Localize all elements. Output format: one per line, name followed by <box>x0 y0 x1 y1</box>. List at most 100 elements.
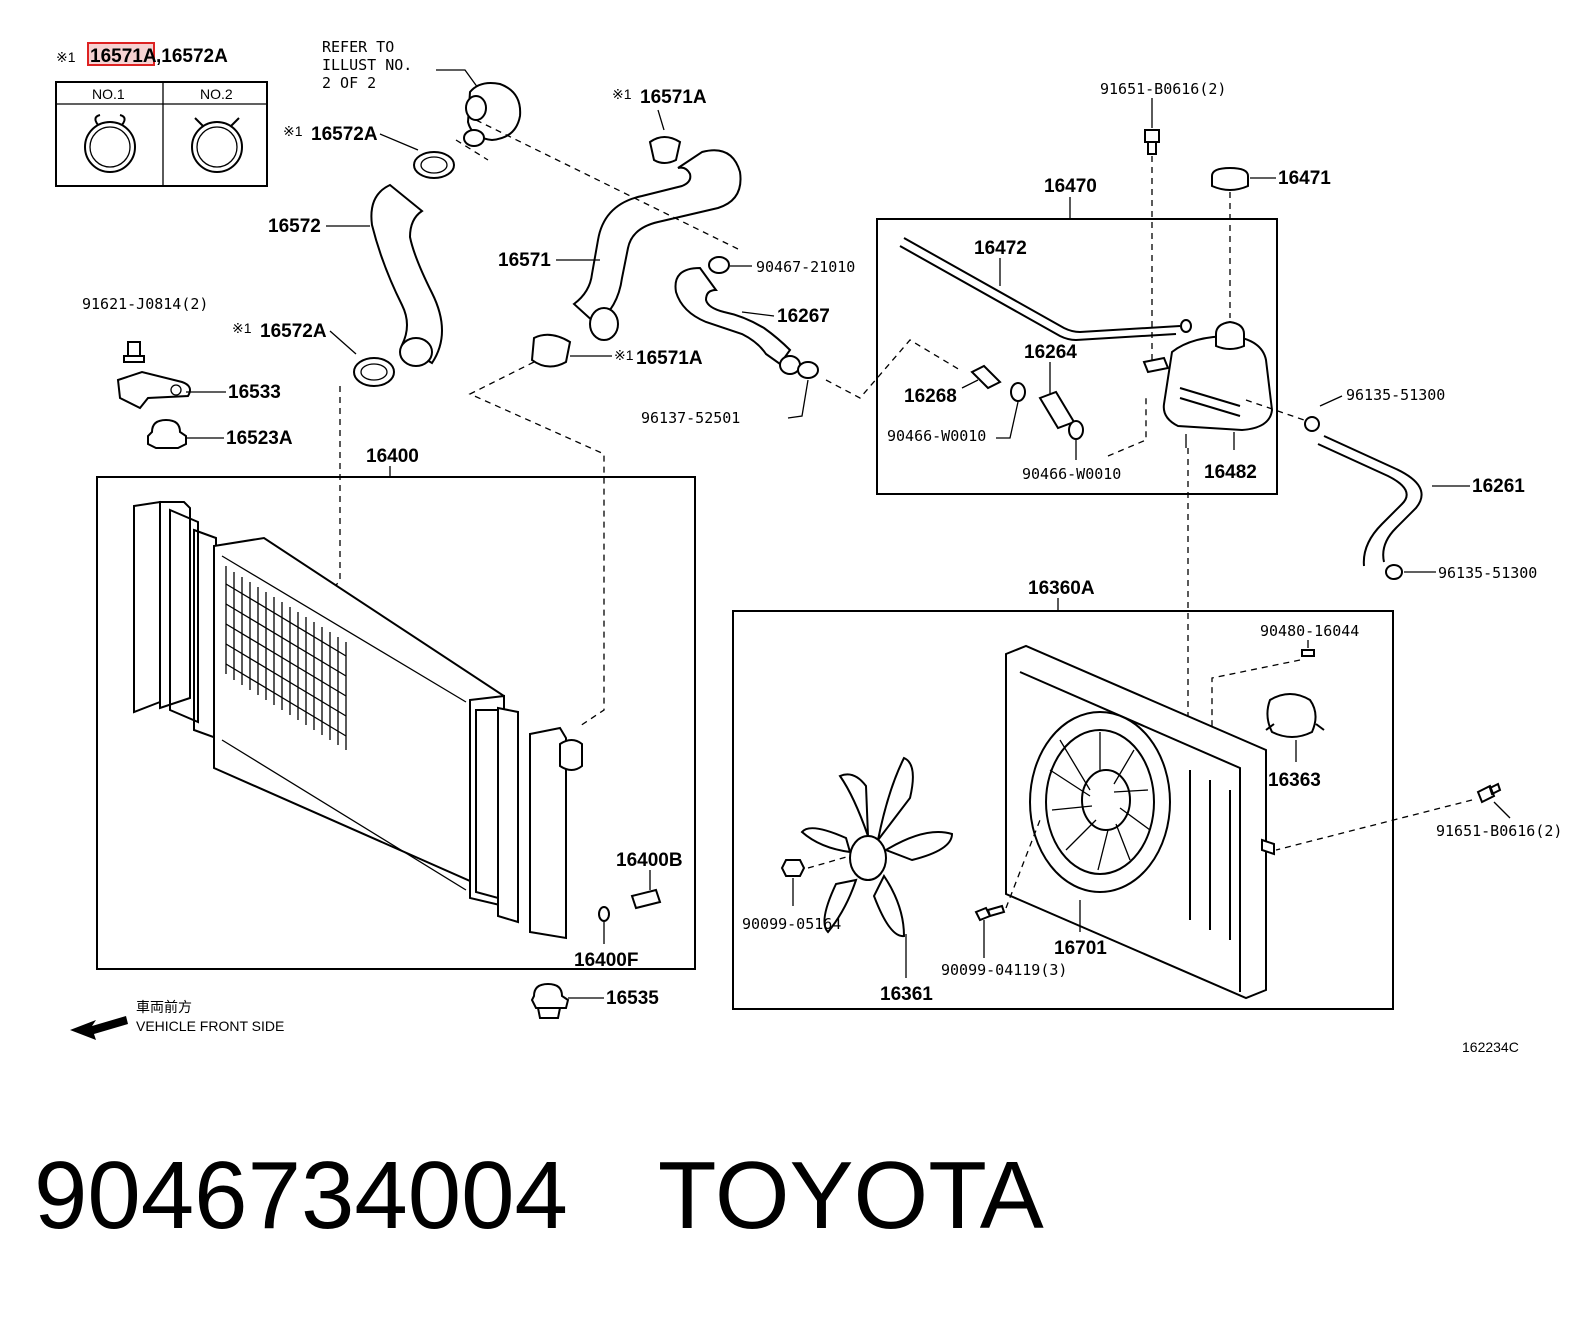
clamp-96137-icon <box>797 361 819 379</box>
label-90466-b: 90466-W0010 <box>1022 465 1121 483</box>
clamp-90466-a-icon <box>1010 382 1026 402</box>
refer-line-3: 2 OF 2 <box>322 74 376 92</box>
label-96135-b: 96135-51300 <box>1438 564 1537 582</box>
label-96135-a: 96135-51300 <box>1346 386 1445 404</box>
bolt-90099-04119-icon <box>974 904 1006 922</box>
clamp-16571A-mid-icon <box>530 333 572 368</box>
fan-assembly: 16360A 90480-16044 16363 16701 91651-B06… <box>732 578 1562 1010</box>
bolt-91651-right-icon <box>1476 782 1502 804</box>
clamp-16572A-mid-icon <box>353 357 395 387</box>
hose-16267-icon <box>674 266 792 366</box>
direction-en: VEHICLE FRONT SIDE <box>136 1018 284 1034</box>
clamp-no2-icon <box>191 121 243 173</box>
radiator-fins <box>225 566 347 750</box>
legend-other-part: ,16572A <box>156 46 228 67</box>
clamp-no1-icon <box>84 121 136 173</box>
legend-col1: NO.1 <box>92 86 125 102</box>
reservoir-assembly: 91651-B0616(2) 16471 16470 16472 16482 1… <box>876 80 1331 730</box>
label-96137: 96137-52501 <box>641 409 740 427</box>
clamp-90466-b-icon <box>1068 420 1084 440</box>
legend-table <box>55 81 268 187</box>
drain-cock-16400B-icon <box>630 888 662 910</box>
label-90099-04119: 90099-04119(3) <box>941 961 1067 979</box>
hose-16261-group: 96135-51300 16261 96135-51300 <box>1245 386 1537 582</box>
label-16523A: 16523A <box>226 428 293 449</box>
brand-name: TOYOTA <box>657 1142 1044 1249</box>
label-16571A-top: 16571A <box>640 87 707 108</box>
label-16472: 16472 <box>974 238 1027 259</box>
hose-16264-icon <box>1038 390 1076 430</box>
highlight-box <box>87 42 155 66</box>
label-16267: 16267 <box>777 306 830 327</box>
label-90480: 90480-16044 <box>1260 622 1359 640</box>
radiator-left-tank-icon <box>133 500 161 714</box>
label-16571A-mid: 16571A <box>636 348 703 369</box>
clamp-96135-a-icon <box>1304 416 1320 432</box>
upper-hoses: ※1 16572A ※1 16571A 16572 16571 90467-21… <box>232 86 961 727</box>
diagram-id: 162234C <box>1462 1039 1519 1055</box>
refer-line-2: ILLUST NO. <box>322 56 412 74</box>
refer-note: REFER TO ILLUST NO. 2 OF 2 <box>322 38 522 147</box>
vehicle-front-indicator: 車両前方 VEHICLE FRONT SIDE <box>70 999 284 1040</box>
svg-text:※1: ※1 <box>232 320 252 336</box>
label-16535: 16535 <box>606 988 659 1009</box>
label-16470: 16470 <box>1044 176 1097 197</box>
radiator-assembly: 16400 16400B 16400F <box>96 446 696 971</box>
clamp-legend: ※1 16571A ,16572A NO.1 NO.2 <box>55 42 268 187</box>
label-16361: 16361 <box>880 984 933 1005</box>
cap-16471-icon <box>1211 166 1249 191</box>
cushion-16535: 16535 <box>530 982 659 1019</box>
cushion-16535-icon <box>530 982 570 1009</box>
hose-16261-icon <box>1323 435 1423 563</box>
label-90466-a: 90466-W0010 <box>887 427 986 445</box>
label-16268: 16268 <box>904 386 957 407</box>
radiator-right-tank-icon <box>529 726 567 940</box>
label-16471: 16471 <box>1278 168 1331 189</box>
screw-90480-icon <box>1301 649 1315 657</box>
label-16400F: 16400F <box>574 950 638 971</box>
clamp-96135-b-icon <box>1385 564 1403 580</box>
label-16400B: 16400B <box>616 850 683 871</box>
label-91651-top: 91651-B0616(2) <box>1100 80 1226 98</box>
hose-16572-icon <box>370 183 443 365</box>
svg-text:※1: ※1 <box>283 123 303 139</box>
svg-text:※1: ※1 <box>612 86 632 102</box>
cushion-16523A-icon <box>147 418 187 449</box>
label-16400: 16400 <box>366 446 419 467</box>
label-90099-05164: 90099-05164 <box>742 915 841 933</box>
fan-box <box>732 610 1394 1010</box>
bracket-16533-icon <box>116 370 191 410</box>
reservoir-tank-16482-icon <box>1162 334 1274 432</box>
label-16533: 16533 <box>228 382 281 403</box>
part-number: 9046734004 <box>34 1142 568 1249</box>
label-91621: 91621-J0814(2) <box>82 295 208 313</box>
label-90467: 90467-21010 <box>756 258 855 276</box>
connector-16268-icon <box>970 364 1002 390</box>
radiator-box <box>96 476 696 970</box>
refer-line-1: REFER TO <box>322 38 394 56</box>
front-arrow-icon <box>70 1016 128 1040</box>
direction-jp: 車両前方 <box>136 999 192 1015</box>
bolt-91621-icon <box>123 341 145 363</box>
label-16572A-top: 16572A <box>311 124 378 145</box>
clamp-16572A-top-icon <box>413 151 455 179</box>
svg-text:※1: ※1 <box>614 347 634 363</box>
legend-highlighted-part: 16571A <box>90 46 157 67</box>
fan-motor-16363-icon <box>1266 693 1317 738</box>
label-16261: 16261 <box>1472 476 1525 497</box>
label-16572A-mid: 16572A <box>260 321 327 342</box>
label-16264: 16264 <box>1024 342 1077 363</box>
tube-16472-icon <box>903 237 1181 334</box>
nut-90099-05164-icon <box>780 859 806 877</box>
label-91651-right: 91651-B0616(2) <box>1436 822 1562 840</box>
clamp-16571A-top-icon <box>648 136 682 164</box>
label-16482: 16482 <box>1204 462 1257 483</box>
label-16572: 16572 <box>268 216 321 237</box>
label-16360A: 16360A <box>1028 578 1095 599</box>
bolt-91651-top-icon <box>1144 129 1160 155</box>
reservoir-box <box>876 218 1278 495</box>
fan-blade-16361-icon <box>800 756 954 938</box>
